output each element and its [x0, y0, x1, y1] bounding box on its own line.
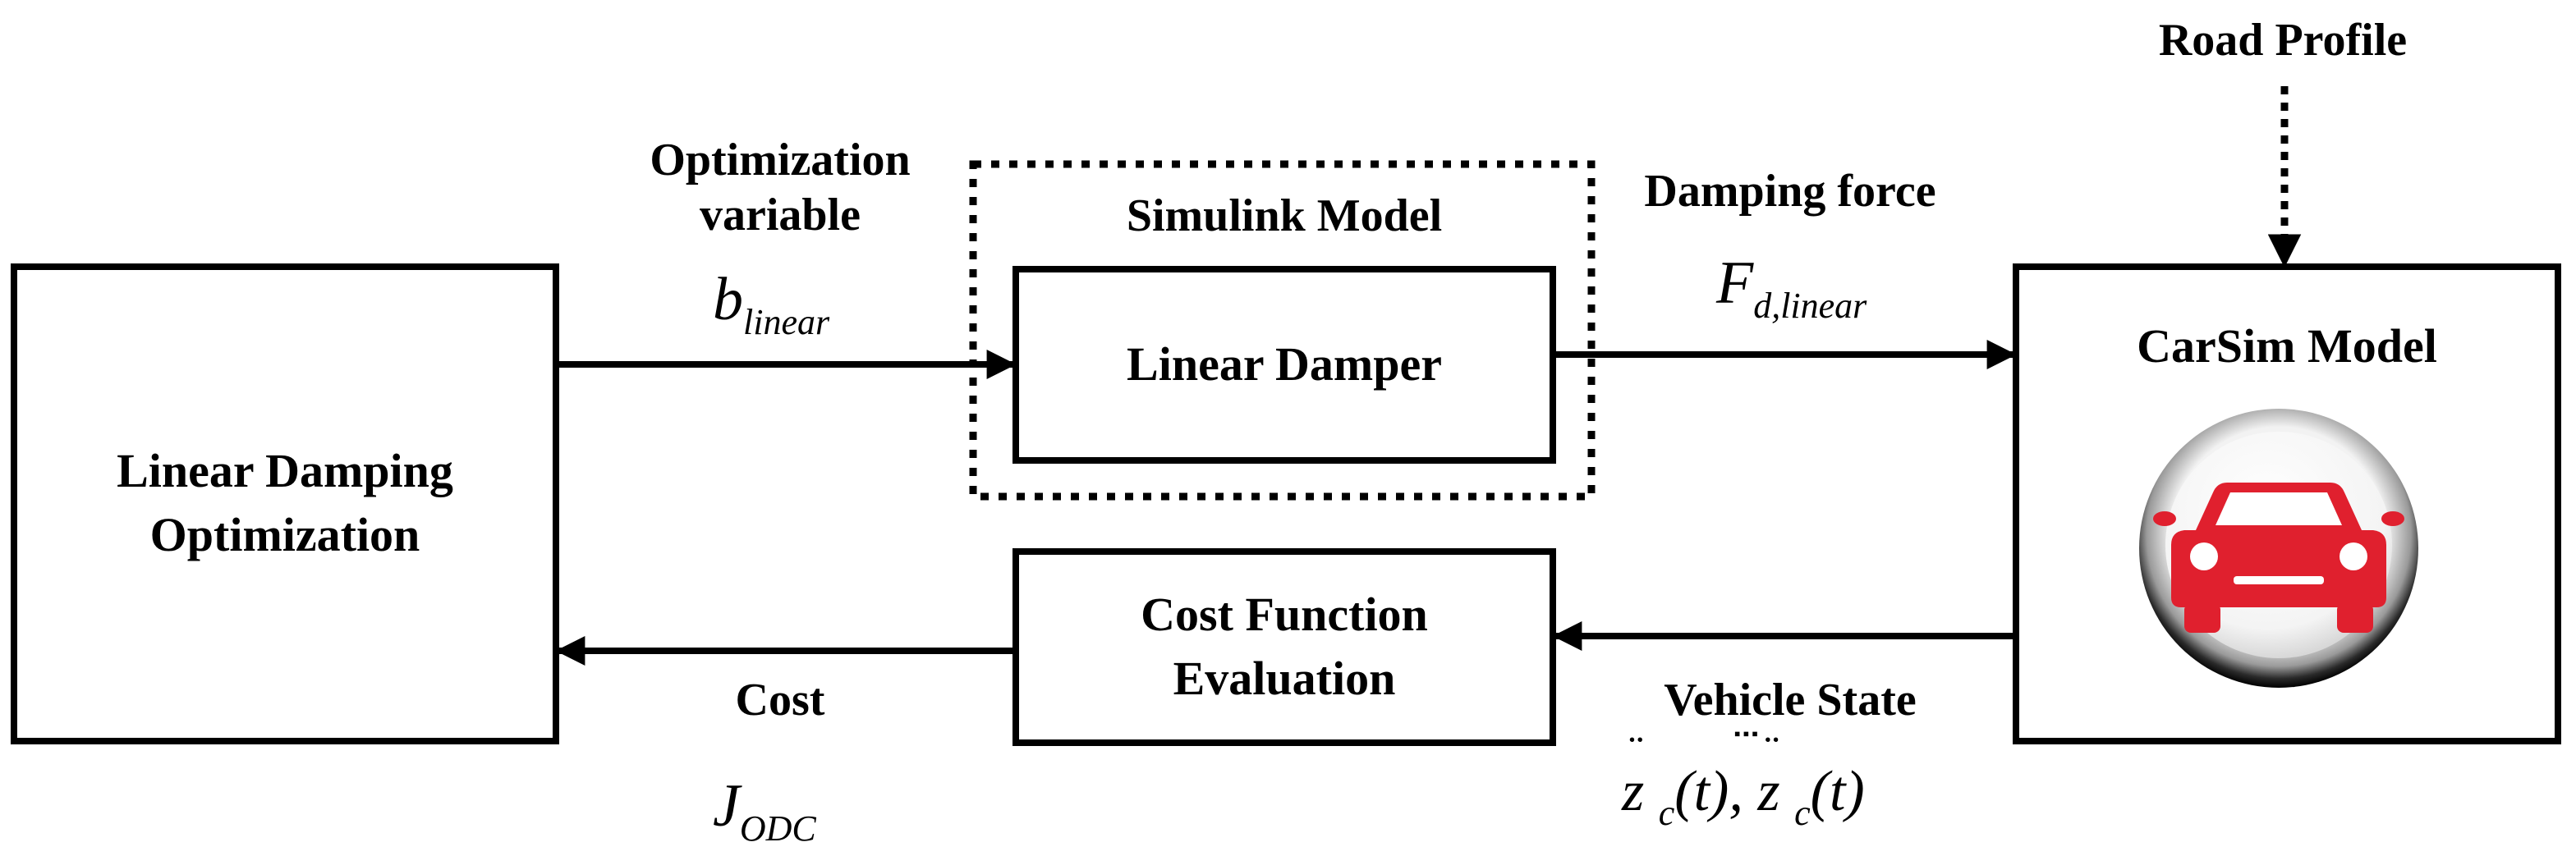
damping-force-symbol: Fd,linear [1716, 253, 1867, 324]
simulink-model-boundary [969, 160, 1596, 501]
cost-function-label: Cost Function Evaluation [1016, 583, 1553, 712]
vehicle-state-separator: , [1729, 760, 1758, 823]
damping-force-symbol-base: F [1716, 249, 1754, 317]
road-profile-label: Road Profile [2158, 15, 2408, 66]
optimizer-label-line1: Linear Damping [117, 444, 453, 497]
carsim-label: CarSim Model [2137, 319, 2437, 373]
vehicle-state-base2: z [1757, 760, 1780, 823]
cost-label: Cost [735, 675, 825, 726]
opt-var-line1: Optimization [650, 135, 911, 185]
cost-function-line2: Evaluation [1173, 652, 1396, 706]
vehicle-state-sub1: c [1658, 793, 1675, 833]
opt-var-label: Optimization variable [575, 133, 985, 243]
damping-force-symbol-sub: d,linear [1753, 286, 1867, 326]
opt-var-symbol-sub: linear [743, 302, 830, 342]
vehicle-state-arg1: (t) [1674, 760, 1729, 823]
vehicle-state-term1: z ¨ c(t) [1622, 726, 1729, 833]
vehicle-state-expression: z ¨ c(t), z ⃛ ¨ c(t) [1622, 726, 1865, 833]
cost-function-block [1012, 548, 1556, 746]
simulink-model-label: Simulink Model [1126, 190, 1443, 241]
cost-symbol-sub: ODC [739, 808, 816, 849]
vehicle-state-term2: z ⃛ ¨ c(t) [1757, 726, 1865, 833]
damping-force-label: Damping force [1644, 166, 1936, 217]
vehicle-state-arg2: (t) [1810, 760, 1865, 823]
cost-symbol-base: J [713, 772, 740, 840]
linear-damper-text: Linear Damper [1127, 337, 1442, 391]
cost-symbol: JODC [713, 776, 816, 847]
vehicle-state-sub2: c [1794, 793, 1811, 833]
linear-damper-block [1012, 266, 1556, 464]
vehicle-state-base1: z [1622, 760, 1645, 823]
opt-var-symbol-base: b [713, 266, 743, 333]
optimizer-block [11, 263, 559, 744]
optimizer-label: Linear Damping Optimization [14, 439, 556, 568]
vehicle-state-label: Vehicle State [1664, 675, 1917, 726]
opt-var-symbol: blinear [713, 266, 829, 341]
car-icon [2139, 409, 2418, 688]
linear-damper-label: Linear Damper [1016, 332, 1553, 396]
optimizer-label-line2: Optimization [149, 508, 420, 562]
cost-function-line1: Cost Function [1141, 588, 1428, 641]
opt-var-line2: variable [700, 190, 861, 241]
